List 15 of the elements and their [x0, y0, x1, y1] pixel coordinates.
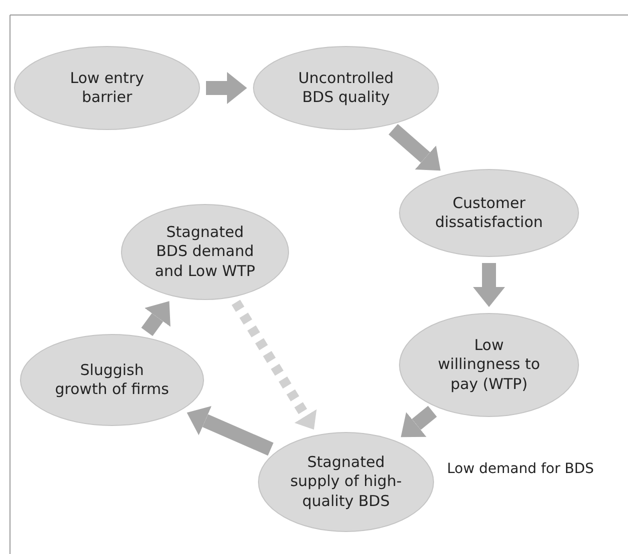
node-label: Low entry barrier	[69, 68, 145, 108]
block-arrow	[186, 406, 274, 456]
node-label: Sluggish growth of firms	[54, 360, 170, 400]
dashed-arrow	[232, 300, 317, 430]
block-arrow	[206, 72, 247, 104]
node-label: Low willingness to pay (WTP)	[436, 336, 542, 394]
node-label: Customer dissatisfaction	[434, 194, 544, 232]
block-arrow	[388, 124, 441, 171]
node-label: Stagnated BDS demand and Low WTP	[154, 222, 256, 282]
annotation-text: Low demand for BDS	[447, 461, 594, 477]
node-label: Stagnated supply of high-quality BDS	[289, 452, 403, 512]
node-label: Uncontrolled BDS quality	[297, 68, 395, 108]
block-arrow	[141, 301, 170, 336]
block-arrow	[473, 263, 505, 307]
block-arrow	[400, 406, 437, 438]
